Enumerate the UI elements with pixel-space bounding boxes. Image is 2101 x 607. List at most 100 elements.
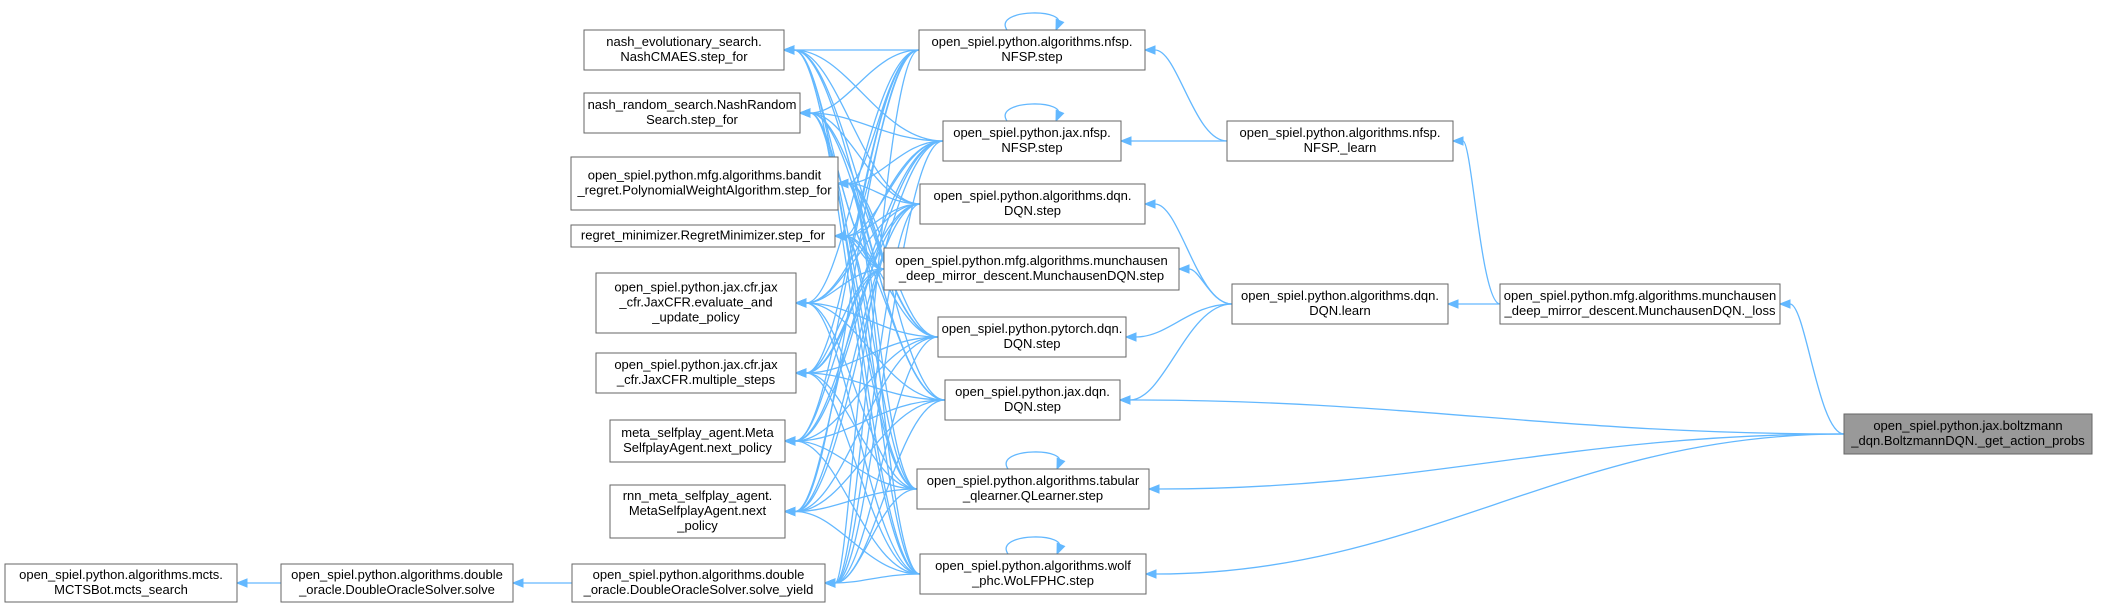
node-jaxcfr-multi[interactable]: open_spiel.python.jax.cfr.jax_cfr.JaxCFR… <box>595 352 797 394</box>
node-label: open_spiel.python.algorithms.dqn. <box>933 188 1131 203</box>
call-edge <box>793 49 944 142</box>
node-label: DQN.step <box>1004 399 1061 414</box>
node-label: open_spiel.python.algorithms.tabular <box>927 473 1140 488</box>
arrowhead <box>836 178 849 189</box>
node-regret-min[interactable]: regret_minimizer.RegretMinimizer.step_fo… <box>570 224 836 248</box>
call-edge <box>805 372 921 575</box>
arrowhead <box>1147 484 1160 494</box>
arrowhead <box>1056 457 1066 471</box>
node-box <box>1843 413 2093 455</box>
node-mcts-search[interactable]: open_spiel.python.algorithms.mcts.MCTSBo… <box>4 563 238 603</box>
node-label: _deep_mirror_descent.MunchausenDQN.step <box>898 268 1164 283</box>
node-box <box>571 563 826 603</box>
node-label: _cfr.JaxCFR.evaluate_and <box>618 295 772 310</box>
node-label: SelfplayAgent.next_policy <box>623 440 772 455</box>
node-label: NFSP.step <box>1001 140 1062 155</box>
call-edge <box>794 203 921 513</box>
node-label: meta_selfplay_agent.Meta <box>621 425 774 440</box>
node-bandit-regret[interactable]: open_spiel.python.mfg.algorithms.bandit_… <box>570 156 839 211</box>
node-box <box>942 120 1122 162</box>
node-label: open_spiel.python.algorithms.dqn. <box>1241 288 1439 303</box>
node-label: _oracle.DoubleOracleSolver.solve_yield <box>583 582 814 597</box>
node-dqn-learn[interactable]: open_spiel.python.algorithms.dqn.DQN.lea… <box>1231 283 1449 325</box>
edge-layer <box>235 12 1845 588</box>
node-label: _update_policy <box>651 310 740 325</box>
node-torch-dqn-step[interactable]: open_spiel.python.pytorch.dqn.DQN.step <box>937 316 1127 358</box>
call-edge <box>805 302 946 401</box>
node-nfsp-step[interactable]: open_spiel.python.algorithms.nfsp.NFSP.s… <box>918 29 1146 71</box>
call-edge <box>1158 433 1845 490</box>
node-label: open_spiel.python.algorithms.wolf <box>935 558 1131 573</box>
call-edge <box>805 203 921 374</box>
arrowhead <box>783 436 796 446</box>
call-edge <box>805 372 946 401</box>
arrowhead <box>794 368 807 378</box>
node-rnn-meta[interactable]: rnn_meta_selfplay_agent.MetaSelfplayAgen… <box>609 484 786 539</box>
node-jaxcfr-eval[interactable]: open_spiel.python.jax.cfr.jax_cfr.JaxCFR… <box>595 272 797 334</box>
node-label: DQN.step <box>1004 203 1061 218</box>
node-label: NFSP._learn <box>1304 140 1377 155</box>
node-dqn-step[interactable]: open_spiel.python.algorithms.dqn.DQN.ste… <box>919 183 1146 225</box>
node-jax-nfsp-step[interactable]: open_spiel.python.jax.nfsp.NFSP.step <box>942 120 1122 162</box>
arrowhead <box>794 298 807 308</box>
node-box <box>595 272 797 334</box>
node-box <box>609 484 786 539</box>
node-boltzmann[interactable]: open_spiel.python.jax.boltzmann_dqn.Bolt… <box>1843 413 2093 455</box>
node-label: _oracle.DoubleOracleSolver.solve <box>298 582 495 597</box>
arrowhead <box>1446 299 1459 309</box>
node-label: open_spiel.python.pytorch.dqn. <box>942 321 1123 336</box>
call-edge <box>844 235 946 401</box>
node-box <box>919 553 1147 595</box>
call-edge <box>805 302 918 490</box>
call-edge <box>794 268 885 442</box>
call-edge <box>794 140 944 442</box>
call-edge <box>809 112 921 205</box>
arrowhead <box>511 578 524 588</box>
node-munch-loss[interactable]: open_spiel.python.mfg.algorithms.munchau… <box>1499 283 1781 325</box>
node-wolf-step[interactable]: open_spiel.python.algorithms.wolf_phc.Wo… <box>919 553 1147 595</box>
node-box <box>280 563 514 603</box>
call-edge <box>844 235 918 490</box>
node-do-solve[interactable]: open_spiel.python.algorithms.double_orac… <box>280 563 514 603</box>
node-label: open_spiel.python.algorithms.nfsp. <box>1240 125 1441 140</box>
node-label: open_spiel.python.algorithms.double <box>593 567 805 582</box>
call-edge <box>1155 433 1845 575</box>
call-edge <box>794 49 920 513</box>
node-label: NFSP.step <box>1001 49 1062 64</box>
node-box <box>918 29 1146 71</box>
call-edge <box>794 140 944 513</box>
node-nash-evo[interactable]: nash_evolutionary_search.NashCMAES.step_… <box>583 29 785 71</box>
arrowhead <box>1143 45 1156 55</box>
node-jax-dqn-step[interactable]: open_spiel.python.jax.dqn.DQN.step <box>944 379 1121 421</box>
call-edge <box>794 510 921 575</box>
arrowhead <box>1055 18 1065 32</box>
node-munch-step[interactable]: open_spiel.python.mfg.algorithms.munchau… <box>883 247 1180 291</box>
node-box <box>583 92 801 134</box>
node-label: open_spiel.python.jax.nfsp. <box>953 125 1111 140</box>
arrowhead <box>1451 136 1464 146</box>
node-label: _dqn.BoltzmannDQN._get_action_probs <box>1850 433 2085 448</box>
self-loop-edge <box>1005 451 1061 470</box>
node-nash-random[interactable]: nash_random_search.NashRandomSearch.step… <box>583 92 801 134</box>
call-edge <box>794 268 885 513</box>
call-edge <box>1129 303 1233 401</box>
node-do-solve-yield[interactable]: open_spiel.python.algorithms.double_orac… <box>571 563 826 603</box>
node-layer: open_spiel.python.algorithms.mcts.MCTSBo… <box>4 29 2093 603</box>
call-edge <box>834 268 885 584</box>
call-edge <box>805 302 921 575</box>
node-label: open_spiel.python.jax.cfr.jax <box>614 280 778 295</box>
node-label: _policy <box>676 518 718 533</box>
node-qlearner-step[interactable]: open_spiel.python.algorithms.tabular_qle… <box>916 468 1150 510</box>
node-label: _cfr.JaxCFR.multiple_steps <box>616 372 776 387</box>
self-loop-edge <box>1004 12 1060 31</box>
node-label: Search.step_for <box>646 112 738 127</box>
call-edge <box>834 49 920 584</box>
node-label: _phc.WoLFPHC.step <box>971 573 1094 588</box>
call-edge <box>834 573 921 584</box>
node-label: MetaSelfplayAgent.next <box>629 503 767 518</box>
node-meta-selfplay[interactable]: meta_selfplay_agent.MetaSelfplayAgent.ne… <box>609 419 786 463</box>
node-label: _qlearner.QLearner.step <box>962 488 1103 503</box>
call-edge <box>805 268 885 304</box>
node-box <box>1226 120 1454 162</box>
node-nfsp-learn[interactable]: open_spiel.python.algorithms.nfsp.NFSP._… <box>1226 120 1454 162</box>
